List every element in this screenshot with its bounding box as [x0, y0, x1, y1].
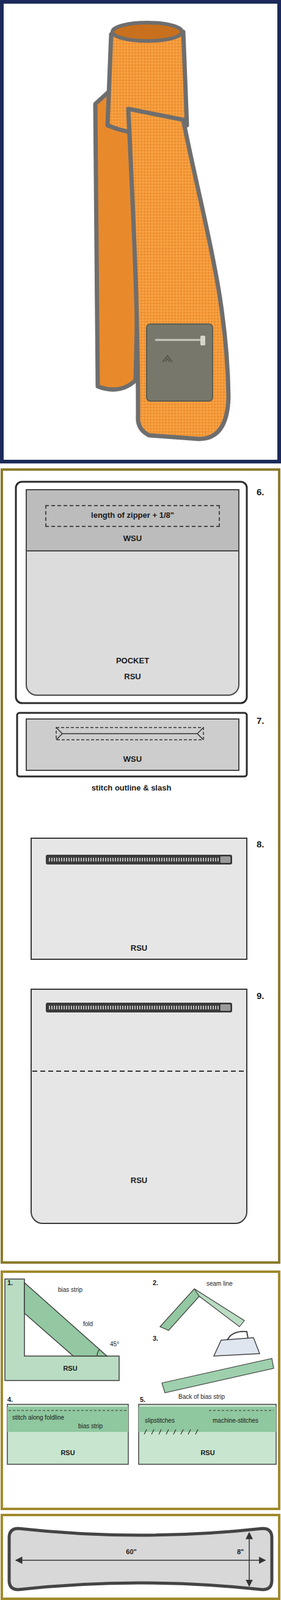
step-number: 2.	[152, 1277, 159, 1286]
box-text: RSU	[124, 671, 141, 682]
stitch-line	[8, 1408, 128, 1410]
part-label: bias strip	[78, 1421, 103, 1429]
logo-mark	[162, 355, 173, 362]
side-label: RSU	[60, 1447, 75, 1456]
angle-arc	[97, 1348, 100, 1355]
step-number: 5.	[139, 1394, 146, 1403]
step-number: 3.	[152, 1333, 159, 1342]
fabric-piece	[138, 1403, 277, 1464]
zipper-window: length of zipper + 1/8"	[45, 504, 220, 527]
zipper-tape	[45, 1001, 233, 1012]
zipper-pull	[219, 1003, 231, 1011]
stitch-outline	[56, 726, 204, 740]
zipper-pull	[200, 335, 206, 346]
box-text: POCKET	[116, 656, 150, 666]
instruction-label: machine-stitches	[212, 1415, 259, 1424]
machine-stitch-line	[208, 1408, 274, 1410]
fold-line	[32, 1069, 246, 1071]
box-text: WSU	[123, 533, 142, 544]
strip-right	[194, 1287, 245, 1326]
step-frame	[15, 481, 247, 703]
binding-frame	[1, 1270, 280, 1508]
angle-label: 45°	[109, 1339, 120, 1347]
iron-body	[213, 1336, 260, 1355]
dimension-label: 8"	[237, 1546, 244, 1555]
width-dimension	[248, 1531, 250, 1585]
box-text: RSU	[130, 1175, 148, 1185]
bias-strip-shape	[24, 1281, 107, 1355]
pattern-frame	[1, 1513, 280, 1598]
slipstitch-marks	[144, 1428, 198, 1434]
zipper-teeth	[48, 1004, 220, 1009]
instruction-label: stitch outline & slash	[91, 783, 172, 793]
zipper-pull	[219, 855, 231, 863]
slash-panel: WSU	[25, 717, 240, 771]
wsu-band: length of zipper + 1/8" WSU	[26, 489, 239, 552]
finished-pocket: RSU	[30, 987, 248, 1223]
photo-frame	[1, 1, 280, 462]
pressed-strip	[161, 1357, 274, 1392]
length-dimension	[15, 1558, 266, 1560]
zipper-tape	[45, 853, 233, 864]
step-number: 1.	[7, 1277, 13, 1286]
instruction-label: stitch along foldline	[12, 1412, 65, 1421]
part-label: Back of bias strip	[178, 1392, 225, 1400]
scarf-pattern	[9, 1527, 272, 1589]
box-text: WSU	[123, 754, 142, 764]
bias-band	[7, 1405, 129, 1431]
step-number: 8.	[256, 838, 265, 849]
side-label: RSU	[62, 1363, 77, 1372]
part-label: seam line	[206, 1279, 233, 1287]
slash-line	[56, 726, 204, 740]
step-number: 9.	[256, 989, 265, 1000]
zipper-panel: RSU	[30, 836, 248, 960]
step-number: 7.	[256, 714, 265, 726]
dimension-label: 60"	[125, 1546, 137, 1555]
box-text: length of zipper + 1/8"	[91, 510, 175, 520]
fabric-corner	[4, 1277, 120, 1380]
neck-opening	[112, 22, 183, 41]
bias-band	[138, 1405, 277, 1431]
step-frame	[17, 712, 247, 776]
pocket-zipper	[155, 339, 201, 341]
part-label: fold	[83, 1319, 93, 1327]
box-text: RSU	[130, 943, 148, 953]
steps-frame	[1, 469, 280, 1262]
iron-handle	[227, 1330, 249, 1340]
step-number: 6.	[256, 486, 265, 497]
zipper-teeth	[48, 857, 220, 861]
scarf-pocket	[146, 323, 213, 401]
fabric-piece	[7, 1403, 129, 1464]
side-label: RSU	[200, 1447, 215, 1456]
scarf-front-tail	[128, 108, 229, 439]
strip-left	[160, 1287, 202, 1330]
instruction-label: slipstitches	[144, 1415, 175, 1424]
pocket-piece: length of zipper + 1/8" WSU POCKET RSU	[25, 488, 240, 696]
part-label: bias strip	[58, 1285, 83, 1293]
step-number: 4.	[7, 1394, 13, 1403]
